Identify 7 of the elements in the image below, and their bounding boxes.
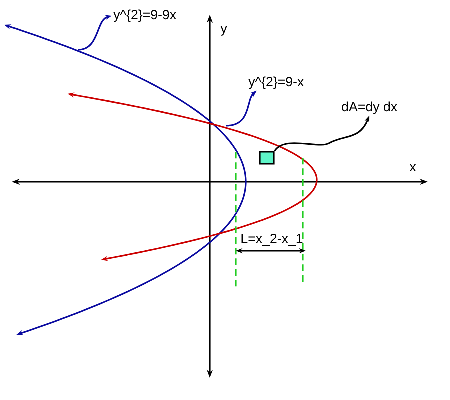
axis-label: x: [410, 164, 416, 172]
axis-label: y: [220, 26, 228, 36]
dimension-label: L=x_2-x_1: [242, 234, 303, 246]
area-element: [259, 151, 275, 165]
equation-label: y^{2}=9-x: [248, 76, 304, 90]
equation-label: y^{2}=9-9x: [114, 10, 176, 22]
equation-label: dA=dy dx: [342, 102, 398, 114]
